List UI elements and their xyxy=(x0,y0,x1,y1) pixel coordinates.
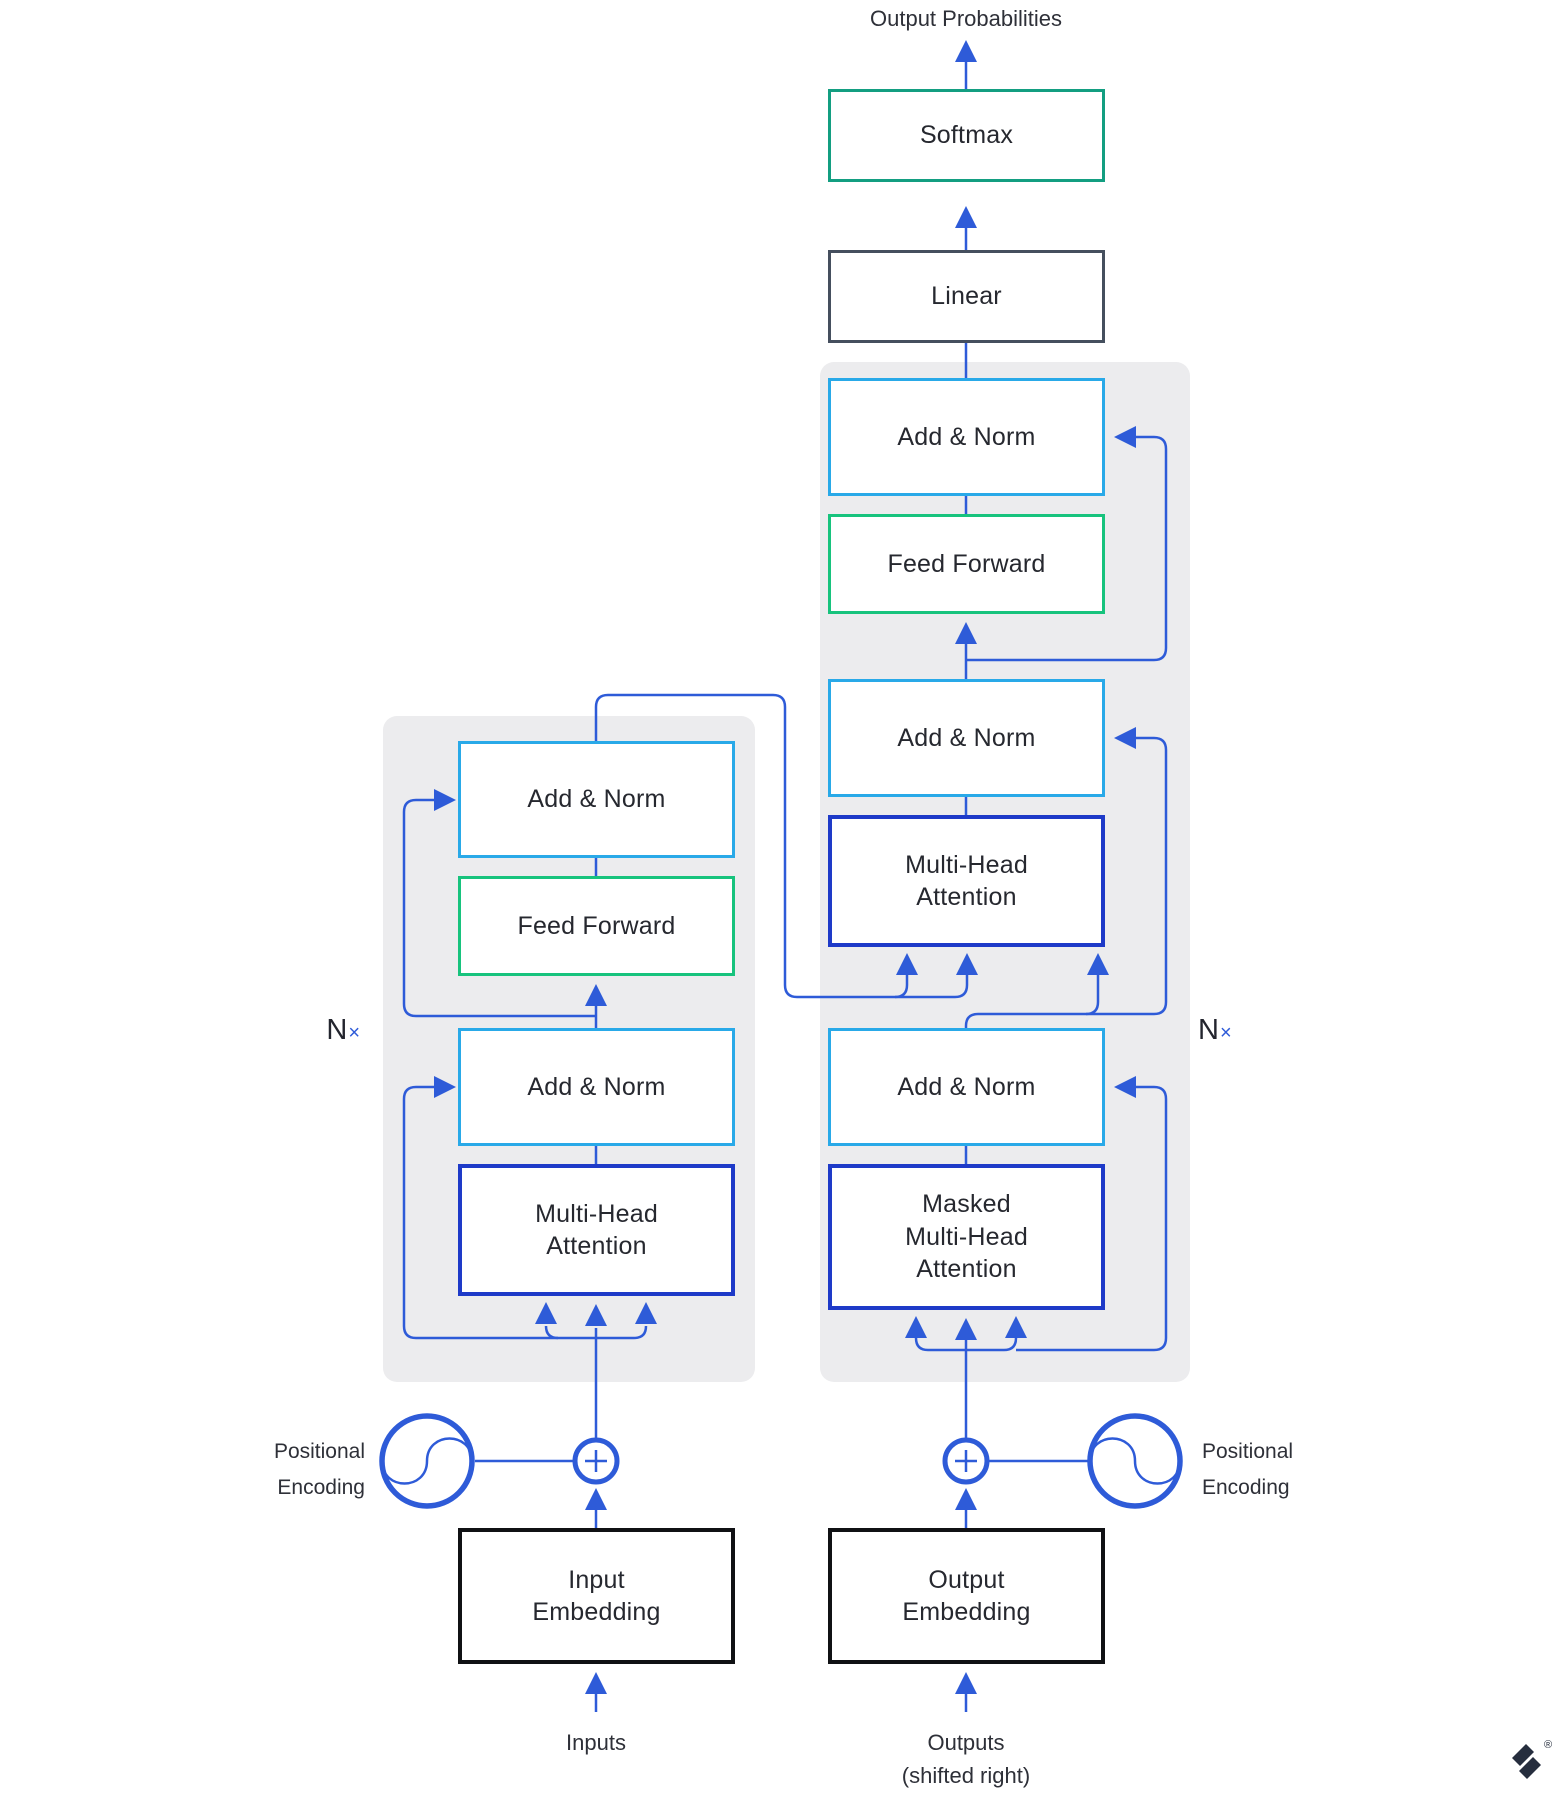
n-label: N xyxy=(1198,1014,1219,1046)
decoder-feed-forward-box: Feed Forward xyxy=(828,514,1105,614)
sine-wave-icon-left xyxy=(379,1413,475,1509)
n-times-label-left: N× xyxy=(270,1014,360,1047)
plus-circle-icon-left xyxy=(572,1437,620,1485)
masked-multi-head-attention-box: Masked Multi-Head Attention xyxy=(828,1164,1105,1310)
decoder-add-norm-bottom-box: Add & Norm xyxy=(828,1028,1105,1146)
toptal-logo-icon: ® xyxy=(1498,1734,1556,1788)
decoder-add-norm-mid-box: Add & Norm xyxy=(828,679,1105,797)
connection-lines xyxy=(402,62,1168,1712)
n-label: N xyxy=(326,1014,348,1046)
times-icon: × xyxy=(1219,1022,1232,1044)
output-embedding-box: Output Embedding xyxy=(828,1528,1105,1664)
plus-circle-icon-right xyxy=(942,1437,990,1485)
encoder-feed-forward-box: Feed Forward xyxy=(458,876,735,976)
times-icon: × xyxy=(348,1022,360,1044)
encoder-multi-head-attention-box: Multi-Head Attention xyxy=(458,1164,735,1296)
inputs-caption: Inputs xyxy=(566,1730,626,1755)
encoder-add-norm-top-box: Add & Norm xyxy=(458,741,735,858)
n-times-label-right: N× xyxy=(1198,1014,1288,1047)
linear-box: Linear xyxy=(828,250,1105,343)
input-embedding-box: Input Embedding xyxy=(458,1528,735,1664)
softmax-box: Softmax xyxy=(828,89,1105,182)
positional-encoding-label-left: Positional Encoding xyxy=(273,1440,365,1499)
arrow-heads xyxy=(434,40,1136,1694)
outputs-caption: Outputs (shifted right) xyxy=(901,1730,1031,1788)
encoder-add-norm-bottom-box: Add & Norm xyxy=(458,1028,735,1146)
decoder-add-norm-top-box: Add & Norm xyxy=(828,378,1105,496)
svg-text:®: ® xyxy=(1544,1739,1552,1751)
positional-encoding-label-right: Positional Encoding xyxy=(1202,1440,1294,1499)
sine-wave-icon-right xyxy=(1087,1413,1183,1509)
decoder-multi-head-attention-box: Multi-Head Attention xyxy=(828,815,1105,947)
output-probabilities-label: Output Probabilities xyxy=(870,6,1062,31)
